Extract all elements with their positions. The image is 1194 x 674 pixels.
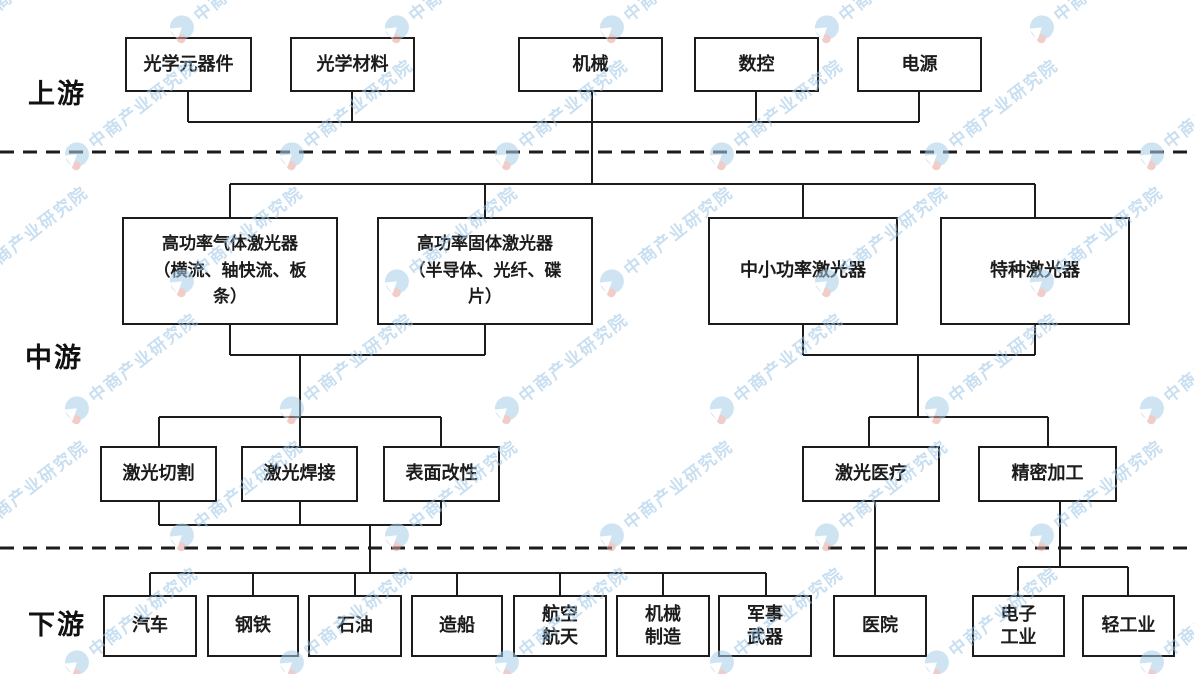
node-steel: 钢铁 <box>207 595 299 657</box>
node-light-industry: 轻工业 <box>1082 595 1175 657</box>
node-surface-modification: 表面改性 <box>383 446 500 502</box>
node-high-power-gas-laser: 高功率气体激光器 （横流、轴快流、板 条） <box>122 217 338 325</box>
section-label-midstream: 中游 <box>25 343 83 373</box>
node-hospital: 医院 <box>833 595 927 657</box>
node-petroleum: 石油 <box>308 595 402 657</box>
node-precision-machining: 精密加工 <box>978 446 1117 502</box>
node-laser-medical: 激光医疗 <box>802 446 940 502</box>
node-optical-materials: 光学材料 <box>290 37 415 92</box>
node-special-laser: 特种激光器 <box>940 217 1130 325</box>
node-cnc: 数控 <box>694 37 819 92</box>
node-power-supply: 电源 <box>857 37 982 92</box>
node-laser-welding: 激光焊接 <box>241 446 358 502</box>
node-machinery-manufacturing: 机械 制造 <box>616 595 710 657</box>
node-optical-components: 光学元器件 <box>125 37 252 92</box>
node-military-weapons: 军事 武器 <box>718 595 812 657</box>
node-automobile: 汽车 <box>103 595 197 657</box>
solid-connectors <box>149 92 1129 595</box>
node-small-medium-power-laser: 中小功率激光器 <box>708 217 898 325</box>
section-label-upstream: 上游 <box>28 79 86 109</box>
node-laser-cutting: 激光切割 <box>100 446 217 502</box>
node-machinery: 机械 <box>518 37 663 92</box>
node-high-power-solid-laser: 高功率固体激光器 （半导体、光纤、碟 片） <box>377 217 593 325</box>
node-electronics-industry: 电子 工业 <box>972 595 1065 657</box>
node-aerospace: 航空 航天 <box>513 595 607 657</box>
section-divider-dashed-lines <box>0 150 1194 550</box>
node-shipbuilding: 造船 <box>411 595 503 657</box>
section-label-downstream: 下游 <box>28 610 86 640</box>
